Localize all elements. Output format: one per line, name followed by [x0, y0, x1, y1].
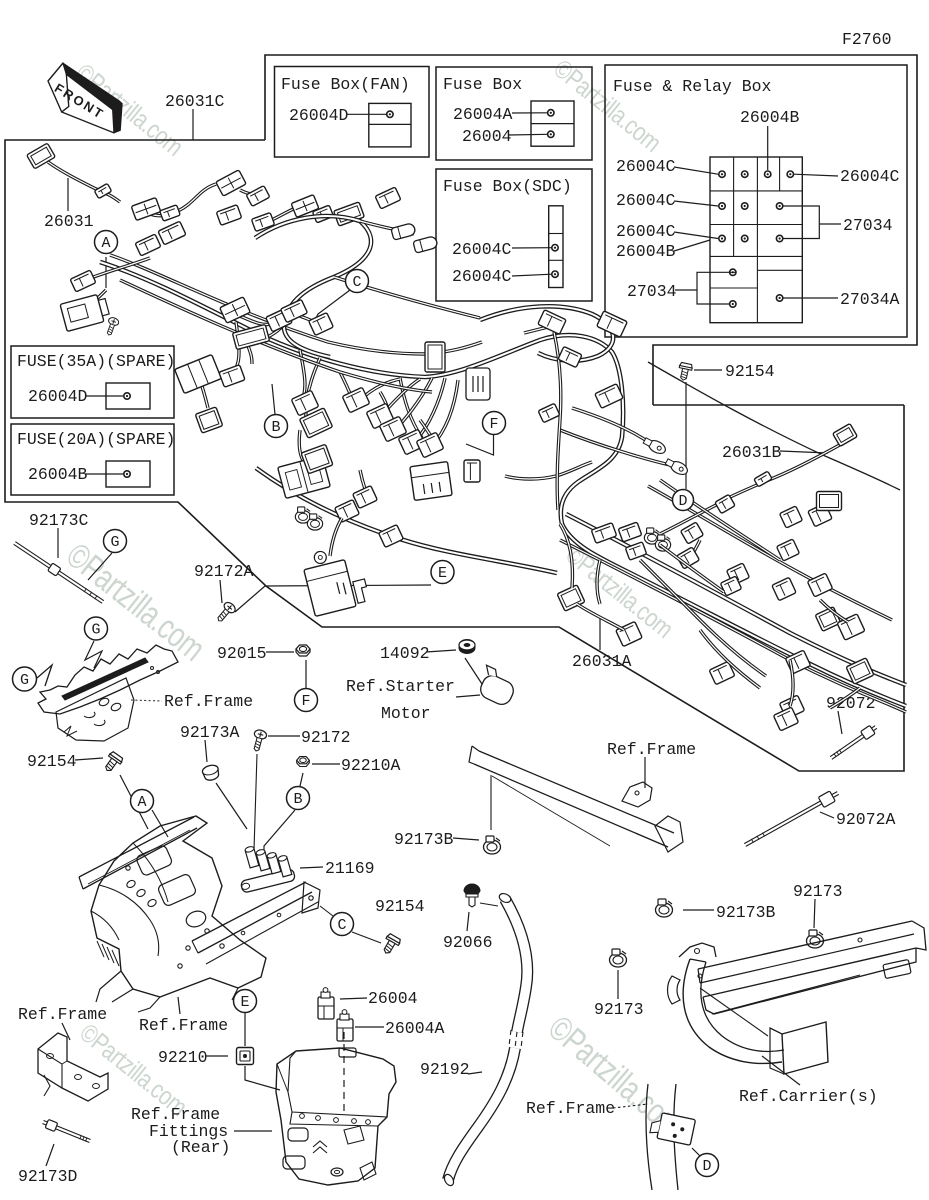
svg-text:92210: 92210	[158, 1048, 208, 1067]
svg-text:A: A	[101, 235, 110, 252]
svg-text:D: D	[702, 1158, 711, 1175]
svg-text:(Rear): (Rear)	[171, 1138, 230, 1157]
svg-text:27034: 27034	[627, 282, 677, 301]
svg-text:G: G	[91, 622, 100, 639]
svg-text:26004C: 26004C	[452, 267, 512, 286]
svg-text:26004A: 26004A	[385, 1019, 445, 1038]
svg-text:92154: 92154	[27, 752, 77, 771]
svg-text:B: B	[293, 791, 302, 808]
svg-text:Fuse & Relay Box: Fuse & Relay Box	[613, 77, 772, 96]
svg-text:21169: 21169	[325, 859, 375, 878]
svg-text:27034A: 27034A	[840, 290, 900, 309]
svg-text:E: E	[438, 565, 447, 582]
svg-text:Ref.Frame: Ref.Frame	[139, 1016, 228, 1035]
svg-text:92173: 92173	[594, 1000, 644, 1019]
svg-text:26004C: 26004C	[840, 167, 900, 186]
svg-text:FUSE(35A)(SPARE): FUSE(35A)(SPARE)	[17, 352, 175, 371]
svg-text:92173D: 92173D	[18, 1167, 78, 1186]
svg-text:C: C	[352, 274, 361, 291]
svg-text:92015: 92015	[217, 644, 267, 663]
svg-text:Motor: Motor	[381, 704, 431, 723]
svg-text:92072A: 92072A	[836, 810, 896, 829]
svg-text:26004B: 26004B	[28, 465, 88, 484]
svg-text:Fuse Box(SDC): Fuse Box(SDC)	[443, 177, 572, 196]
svg-text:G: G	[20, 672, 29, 689]
svg-text:26004C: 26004C	[616, 222, 676, 241]
svg-text:26031: 26031	[44, 212, 94, 231]
svg-text:Ref.Starter: Ref.Starter	[346, 677, 455, 696]
svg-text:Ref.Frame: Ref.Frame	[18, 1005, 107, 1024]
svg-text:Fittings: Fittings	[149, 1122, 228, 1141]
svg-text:92173A: 92173A	[180, 723, 240, 742]
svg-text:92173B: 92173B	[394, 830, 454, 849]
svg-text:26031B: 26031B	[722, 443, 782, 462]
svg-text:26004C: 26004C	[452, 240, 512, 259]
svg-text:92192: 92192	[420, 1060, 470, 1079]
svg-text:F2760: F2760	[842, 30, 892, 49]
svg-text:26004C: 26004C	[616, 191, 676, 210]
svg-text:Ref.Frame: Ref.Frame	[164, 692, 253, 711]
svg-text:26004D: 26004D	[289, 106, 349, 125]
svg-text:26004A: 26004A	[453, 105, 513, 124]
svg-text:26004B: 26004B	[740, 108, 800, 127]
svg-text:Ref.Frame: Ref.Frame	[526, 1099, 615, 1118]
svg-text:C: C	[337, 917, 346, 934]
svg-text:26031C: 26031C	[165, 92, 225, 111]
svg-text:92072: 92072	[826, 694, 876, 713]
svg-text:92154: 92154	[375, 897, 425, 916]
svg-text:Ref.Frame: Ref.Frame	[607, 740, 696, 759]
svg-text:F: F	[489, 416, 498, 433]
svg-text:D: D	[678, 493, 687, 510]
svg-text:A: A	[137, 794, 146, 811]
svg-text:E: E	[240, 994, 249, 1011]
svg-text:F: F	[301, 693, 310, 710]
svg-text:92172: 92172	[301, 728, 351, 747]
svg-text:26004C: 26004C	[616, 157, 676, 176]
svg-text:92172A: 92172A	[194, 562, 254, 581]
svg-text:27034: 27034	[843, 216, 893, 235]
svg-text:Ref.Frame: Ref.Frame	[131, 1105, 220, 1124]
svg-text:26031A: 26031A	[572, 652, 632, 671]
svg-text:Ref.Carrier(s): Ref.Carrier(s)	[739, 1087, 878, 1106]
svg-text:92173B: 92173B	[716, 903, 776, 922]
svg-text:Fuse Box(FAN): Fuse Box(FAN)	[281, 75, 410, 94]
svg-text:26004B: 26004B	[616, 242, 676, 261]
svg-text:26004: 26004	[462, 127, 512, 146]
svg-text:B: B	[271, 419, 280, 436]
svg-text:92154: 92154	[725, 362, 775, 381]
svg-text:G: G	[110, 534, 119, 551]
svg-text:26004: 26004	[368, 989, 418, 1008]
svg-text:92173C: 92173C	[29, 511, 89, 530]
svg-text:92066: 92066	[443, 933, 493, 952]
svg-text:92210A: 92210A	[341, 756, 401, 775]
svg-text:Fuse Box: Fuse Box	[443, 75, 522, 94]
svg-text:26004D: 26004D	[28, 387, 88, 406]
svg-text:FUSE(20A)(SPARE): FUSE(20A)(SPARE)	[17, 430, 175, 449]
svg-text:14092: 14092	[380, 644, 430, 663]
svg-text:92173: 92173	[793, 882, 843, 901]
